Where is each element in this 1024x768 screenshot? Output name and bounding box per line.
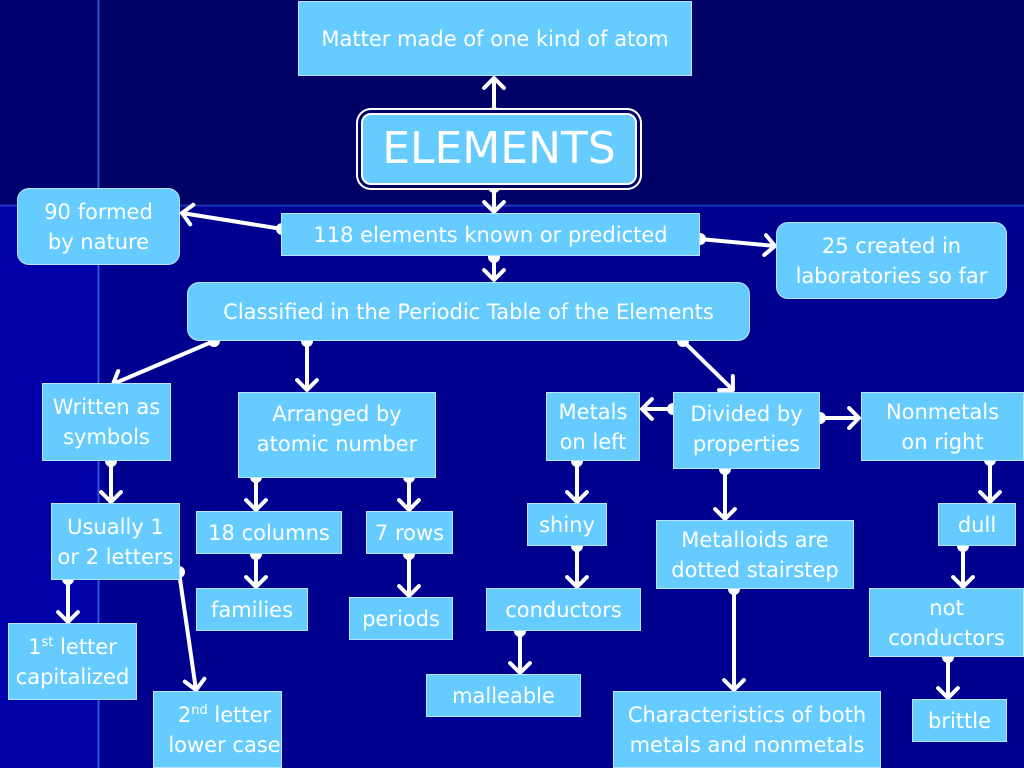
node-letter-count: Usually 1 or 2 letters xyxy=(51,503,180,580)
node-characteristics-line1: Characteristics of both xyxy=(627,702,867,727)
node-shiny: shiny xyxy=(527,503,607,546)
node-families: families xyxy=(196,588,308,631)
node-nonmetals-line2: on right xyxy=(901,429,984,454)
node-first-letter: 1st letter capitalized xyxy=(8,623,137,700)
node-arranged-line2: atomic number xyxy=(256,432,418,456)
node-definition-text: Matter made of one kind of atom xyxy=(321,26,669,51)
node-malleable-text: malleable xyxy=(452,683,555,708)
node-synthetic-line1: 25 created in xyxy=(821,233,962,258)
second-letter-ordinal-suffix: nd xyxy=(191,702,208,718)
node-second-letter: 2nd letter lower case xyxy=(153,691,282,768)
node-synthetic-elements: 25 created in laboratories so far xyxy=(776,222,1007,299)
node-families-text: families xyxy=(210,597,294,622)
node-divided-line2: properties xyxy=(692,432,801,456)
node-natural-elements: 90 formed by nature xyxy=(17,188,180,265)
node-7-rows: 7 rows xyxy=(366,511,453,554)
node-letters-line2: or 2 letters xyxy=(57,544,174,569)
node-18-columns: 18 columns xyxy=(196,511,342,554)
node-periodic-table: Classified in the Periodic Table of the … xyxy=(187,282,750,341)
first-letter-word: letter xyxy=(53,634,117,659)
node-natural-line2: by nature xyxy=(47,229,150,254)
node-divided-by-properties: Divided by properties xyxy=(673,392,820,469)
node-periods-text: periods xyxy=(362,606,440,631)
node-shiny-text: shiny xyxy=(539,512,595,537)
diagram-title: ELEMENTS xyxy=(382,123,616,174)
node-metals-line1: Metals xyxy=(558,399,628,424)
node-title-elements: ELEMENTS xyxy=(361,113,637,185)
node-letters-line1: Usually 1 xyxy=(67,514,164,539)
first-letter-ordinal-suffix: st xyxy=(41,634,54,650)
node-synthetic-line2: laboratories so far xyxy=(795,263,988,288)
node-periods: periods xyxy=(349,597,453,640)
node-symbols-line2: symbols xyxy=(63,425,150,449)
node-malleable: malleable xyxy=(426,674,581,717)
node-arranged-line1: Arranged by xyxy=(272,402,402,426)
node-second-letter-line1: 2nd letter xyxy=(168,700,280,730)
node-periodic-table-text: Classified in the Periodic Table of the … xyxy=(223,299,714,324)
first-letter-ordinal-number: 1 xyxy=(28,634,42,659)
node-brittle: brittle xyxy=(912,699,1007,742)
arrowhead-icon xyxy=(482,76,506,90)
node-element-count: 118 elements known or predicted xyxy=(281,213,700,256)
node-conductors: conductors xyxy=(486,588,641,631)
node-arranged-by-atomic-number: Arranged by atomic number xyxy=(238,392,436,478)
node-first-letter-line2: capitalized xyxy=(15,664,130,689)
node-characteristics-of-both: Characteristics of both metals and nonme… xyxy=(613,691,881,768)
node-metals-on-left: Metals on left xyxy=(546,392,640,461)
node-metals-line2: on left xyxy=(559,429,627,454)
background-horizontal-accent xyxy=(0,204,1024,207)
node-element-count-text: 118 elements known or predicted xyxy=(313,222,668,247)
node-brittle-text: brittle xyxy=(927,708,992,733)
second-letter-word: letter xyxy=(207,702,272,727)
node-metalloids-line1: Metalloids are xyxy=(681,527,829,552)
node-second-letter-line2: lower case xyxy=(168,732,281,757)
node-characteristics-line2: metals and nonmetals xyxy=(629,732,865,757)
node-not-conductors-line2: conductors xyxy=(888,625,1005,650)
background-top-left xyxy=(0,0,97,205)
node-metalloids: Metalloids are dotted stairstep xyxy=(656,520,854,589)
node-natural-line1: 90 formed xyxy=(44,199,153,224)
node-conductors-text: conductors xyxy=(505,597,622,622)
node-not-conductors: not conductors xyxy=(869,588,1024,657)
node-divided-line1: Divided by xyxy=(690,402,803,426)
node-nonmetals-line1: Nonmetals xyxy=(885,399,1000,424)
node-definition: Matter made of one kind of atom xyxy=(298,1,692,76)
node-written-as-symbols: Written as symbols xyxy=(42,383,171,461)
node-columns-text: 18 columns xyxy=(208,520,330,545)
node-first-letter-line1: 1st letter xyxy=(16,632,130,662)
second-letter-ordinal-number: 2 xyxy=(177,702,192,727)
node-rows-text: 7 rows xyxy=(374,520,445,545)
node-dull: dull xyxy=(938,503,1016,546)
node-metalloids-line2: dotted stairstep xyxy=(671,557,839,582)
node-dull-text: dull xyxy=(957,512,997,537)
node-not-conductors-line1: not xyxy=(929,595,964,620)
node-symbols-line1: Written as xyxy=(52,395,161,419)
node-nonmetals-on-right: Nonmetals on right xyxy=(861,392,1024,461)
